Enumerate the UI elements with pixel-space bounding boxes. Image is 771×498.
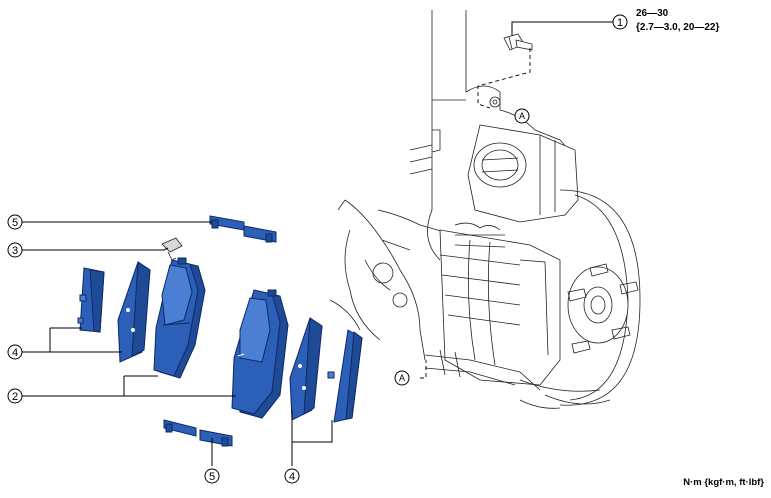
callout-3: 3: [7, 242, 23, 258]
inner-brake-pad: [153, 257, 206, 379]
svg-text:1: 1: [617, 17, 623, 29]
torque-spec-line2: {2.7—3.0, 20—22}: [636, 22, 719, 33]
shim-right-inner: [289, 317, 323, 421]
outer-brake-pad: [231, 289, 289, 419]
callout-1: 1: [612, 14, 628, 30]
svg-text:A: A: [399, 373, 405, 383]
shim-left-outer: [77, 267, 105, 333]
callout-4-left: 4: [7, 344, 23, 360]
svg-text:5: 5: [12, 217, 18, 229]
svg-text:A: A: [519, 111, 525, 121]
caliper-bolt: [503, 33, 533, 51]
callout-5-upper: 5: [7, 214, 23, 230]
torque-spec-line1: 26—30: [636, 8, 669, 19]
knuckle-and-strut: [329, 10, 641, 409]
guide-plate-upper: [209, 215, 277, 243]
svg-text:2: 2: [12, 391, 18, 403]
ref-a-bottom: A: [394, 370, 410, 386]
callout-5-lower: 5: [204, 468, 220, 484]
guide-plate-lower: [163, 419, 233, 447]
shim-right-outer: [327, 329, 363, 423]
callout-4-right: 4: [284, 468, 300, 484]
callout-2: 2: [7, 388, 23, 404]
svg-text:3: 3: [12, 245, 18, 257]
ref-a-top: A: [514, 108, 530, 124]
svg-text:4: 4: [12, 347, 18, 359]
svg-text:5: 5: [209, 471, 215, 483]
shim-left-inner: [117, 261, 151, 363]
svg-text:4: 4: [289, 471, 295, 483]
units-legend: N·m {kgf·m, ft·lbf}: [683, 477, 764, 488]
